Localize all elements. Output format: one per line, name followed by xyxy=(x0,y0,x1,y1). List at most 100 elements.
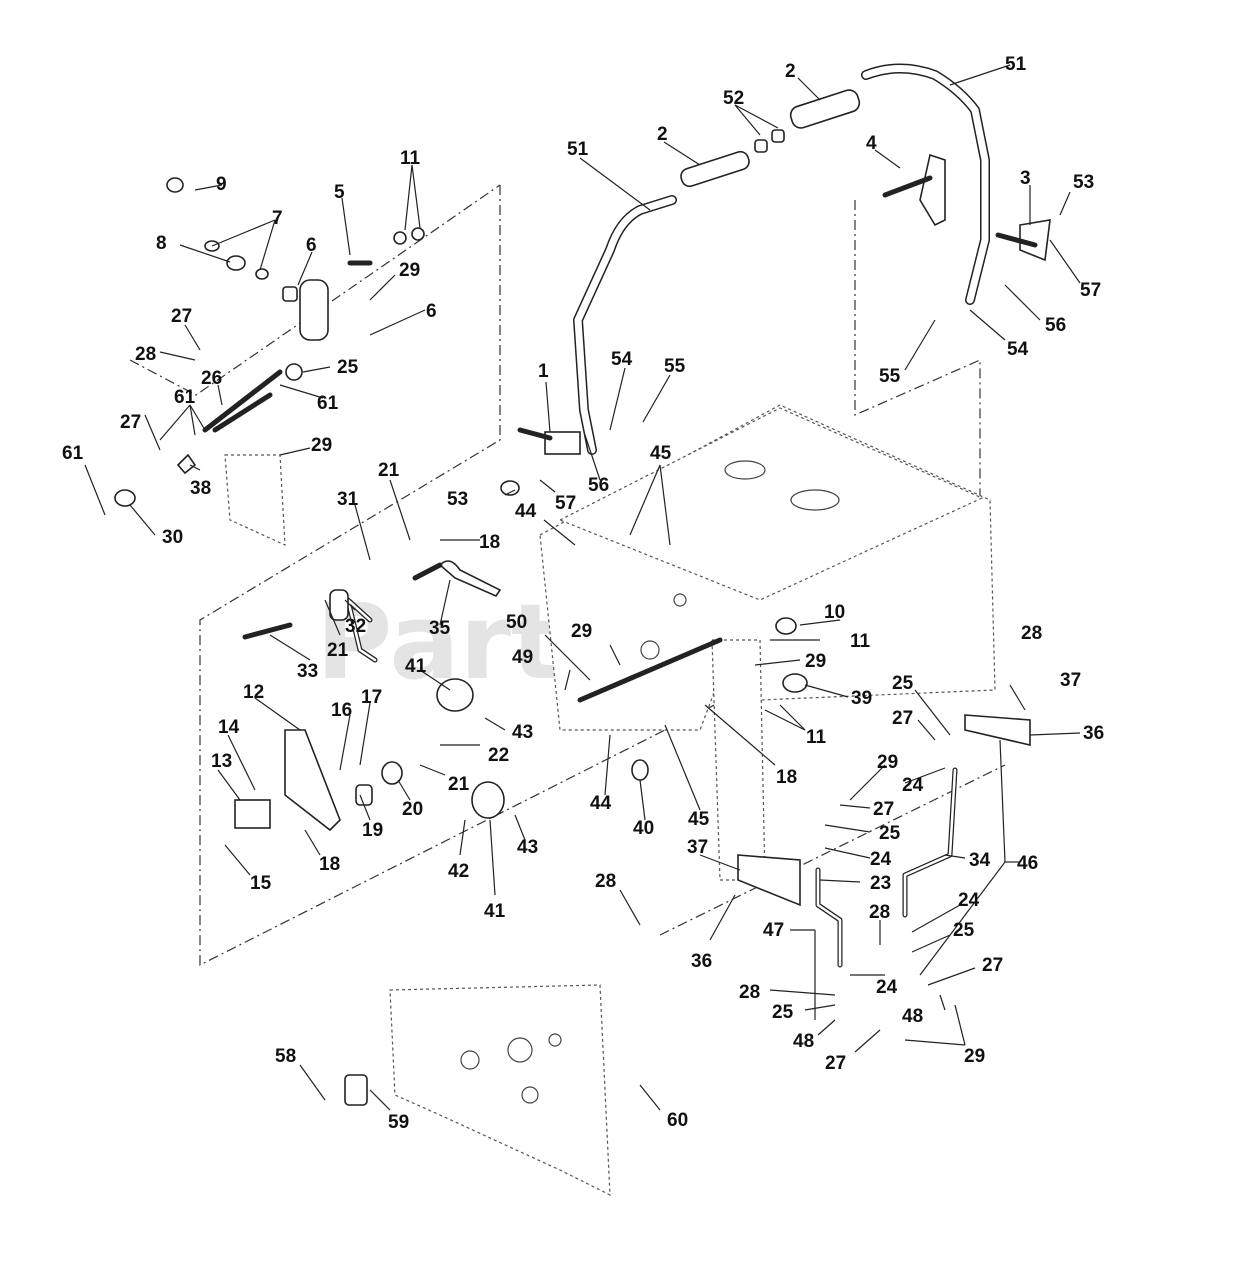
brackets-and-hardware xyxy=(114,129,1051,1106)
callout-5: 5 xyxy=(334,182,345,203)
callout-41-bottom: 41 xyxy=(484,901,506,922)
callout-3: 3 xyxy=(1020,168,1031,189)
callout-25-low: 25 xyxy=(953,920,975,941)
callout-37-left: 37 xyxy=(687,837,708,858)
callout-25-right: 25 xyxy=(892,673,914,694)
callout-2-left: 2 xyxy=(657,124,668,145)
callout-37-right: 37 xyxy=(1060,670,1081,691)
callout-32: 32 xyxy=(345,616,366,637)
callout-54-right: 54 xyxy=(1007,339,1029,360)
frame-plates xyxy=(224,404,996,1196)
callout-27-f: 27 xyxy=(825,1053,846,1074)
callout-11-lower: 11 xyxy=(806,727,827,748)
callout-21-low: 21 xyxy=(448,774,470,795)
callout-36-left: 36 xyxy=(691,951,712,972)
callout-44-low: 44 xyxy=(590,793,612,814)
callout-42: 42 xyxy=(448,861,469,882)
callout-24-d: 24 xyxy=(876,977,898,998)
callout-56-right: 56 xyxy=(1045,315,1066,336)
callout-27-d: 27 xyxy=(873,799,894,820)
callout-40: 40 xyxy=(633,818,654,839)
callout-29-c: 29 xyxy=(571,621,592,642)
callout-43-top: 43 xyxy=(512,722,533,743)
callout-10: 10 xyxy=(824,602,845,623)
callout-55-left: 55 xyxy=(664,356,686,377)
leader-lines xyxy=(84,64,1081,1111)
callout-61-right: 61 xyxy=(317,393,339,414)
callout-15: 15 xyxy=(250,873,272,894)
callout-28-a: 28 xyxy=(135,344,156,365)
callout-23: 23 xyxy=(870,873,891,894)
callout-41-top: 41 xyxy=(405,656,427,677)
callout-27-a: 27 xyxy=(171,306,192,327)
callout-21-mid: 21 xyxy=(327,640,349,661)
callout-31: 31 xyxy=(337,489,359,510)
callout-27-b: 27 xyxy=(120,412,141,433)
callout-24-b: 24 xyxy=(870,849,892,870)
callout-45-top: 45 xyxy=(650,443,672,464)
callout-38: 38 xyxy=(190,478,211,499)
callout-1: 1 xyxy=(538,361,549,382)
callout-51-right: 51 xyxy=(1005,54,1027,75)
linkage-rods xyxy=(212,260,958,968)
callout-50: 50 xyxy=(506,612,527,633)
callout-36-right: 36 xyxy=(1083,723,1104,744)
callout-51-left: 51 xyxy=(567,139,589,160)
callout-58: 58 xyxy=(275,1046,296,1067)
callout-6-lower: 6 xyxy=(426,301,437,322)
callout-2-right: 2 xyxy=(785,61,796,82)
callout-16: 16 xyxy=(331,700,352,721)
callout-29-a: 29 xyxy=(399,260,420,281)
callout-11-mid: 11 xyxy=(850,631,871,652)
callout-49: 49 xyxy=(512,647,533,668)
callout-11-top: 11 xyxy=(400,148,421,169)
callout-61-left: 61 xyxy=(174,387,196,408)
callout-25-bottom: 25 xyxy=(772,1002,794,1023)
callout-18-right: 18 xyxy=(776,767,797,788)
callout-22: 22 xyxy=(488,745,509,766)
callout-56-left: 56 xyxy=(588,475,609,496)
callout-48-right: 48 xyxy=(902,1006,923,1027)
callout-14: 14 xyxy=(218,717,240,738)
callout-48-left: 48 xyxy=(793,1031,814,1052)
callout-25-mid: 25 xyxy=(879,823,901,844)
callout-57-left: 57 xyxy=(555,493,576,514)
callout-27-e: 27 xyxy=(982,955,1003,976)
callout-27-c: 27 xyxy=(892,708,913,729)
callout-21-top: 21 xyxy=(378,460,400,481)
callout-29-f: 29 xyxy=(964,1046,985,1067)
callout-53-right: 53 xyxy=(1073,172,1094,193)
callout-55-right: 55 xyxy=(879,366,901,387)
callout-29-b: 29 xyxy=(311,435,332,456)
callout-28-b: 28 xyxy=(1021,623,1042,644)
callout-28-d: 28 xyxy=(869,902,890,923)
callout-62: 61 xyxy=(62,443,84,464)
callout-26: 26 xyxy=(201,368,222,389)
callout-57-right: 57 xyxy=(1080,280,1101,301)
callout-25-top: 25 xyxy=(337,357,359,378)
callout-18-left: 18 xyxy=(319,854,340,875)
callout-54-left: 54 xyxy=(611,349,633,370)
callout-29-e: 29 xyxy=(877,752,898,773)
callout-39: 39 xyxy=(851,688,872,709)
callout-13: 13 xyxy=(211,751,232,772)
callout-30: 30 xyxy=(162,527,183,548)
callout-12: 12 xyxy=(243,682,264,703)
callout-7: 7 xyxy=(272,208,283,229)
callout-33: 33 xyxy=(297,661,318,682)
callout-28-e: 28 xyxy=(739,982,760,1003)
callout-47: 47 xyxy=(763,920,784,941)
callout-19: 19 xyxy=(362,820,383,841)
callout-28-c: 28 xyxy=(595,871,616,892)
callout-9: 9 xyxy=(216,174,227,195)
callout-52: 52 xyxy=(723,88,744,109)
callout-44-top: 44 xyxy=(515,501,537,522)
callout-labels: 1 2 2 3 4 5 6 6 7 8 9 10 11 11 11 12 13 … xyxy=(62,54,1104,1133)
callout-60: 60 xyxy=(667,1110,688,1131)
callout-24-c: 24 xyxy=(958,890,980,911)
callout-35: 35 xyxy=(429,618,451,639)
callout-18-top: 18 xyxy=(479,532,500,553)
callout-29-d: 29 xyxy=(805,651,826,672)
callout-24-a: 24 xyxy=(902,775,924,796)
